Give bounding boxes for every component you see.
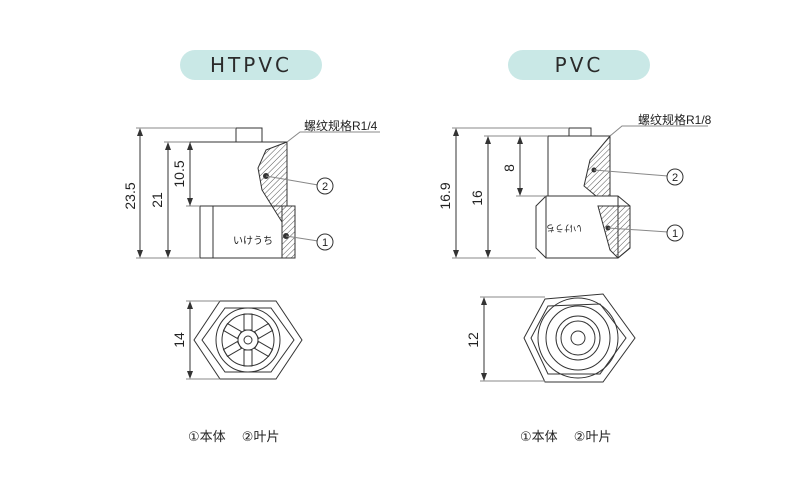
htpvc-dim-width-label: 14: [171, 332, 187, 348]
pvc-title: PVC: [508, 50, 650, 80]
htpvc-body-section: [271, 205, 296, 259]
htpvc-vanes: [222, 313, 274, 367]
htpvc-dim-body-label: 21: [149, 192, 165, 208]
htpvc-side-view: [136, 127, 380, 259]
pvc-legend: ①本体 ②叶片: [520, 426, 623, 445]
svg-text:2: 2: [672, 172, 678, 184]
htpvc-title: HTPVC: [180, 50, 322, 80]
htpvc-top-nub: [235, 127, 263, 143]
htpvc-engraving: いけうち: [233, 235, 273, 247]
svg-text:1: 1: [672, 228, 678, 240]
svg-text:1: 1: [322, 237, 328, 249]
pvc-callout-2: 2: [666, 168, 684, 186]
htpvc-hex-outline: [193, 300, 303, 380]
htpvc-thread-label: 螺纹规格R1/4: [304, 118, 378, 133]
pvc-engraving: いけうち: [546, 223, 582, 233]
htpvc-callout-2: 2: [316, 177, 334, 195]
legend-item-body: ①本体: [520, 430, 558, 445]
pvc-body-section: [597, 205, 631, 259]
pvc-thread-label: 螺纹规格R1/8: [638, 112, 712, 127]
pvc-side-view: [452, 125, 708, 259]
legend-item-vane: ②叶片: [241, 430, 280, 445]
pvc-dim-total-label: 16.9: [437, 182, 453, 209]
pvc-dim-width-label: 12: [465, 332, 481, 348]
pvc-dim-body-label: 16: [469, 190, 485, 206]
pvc-callout-1: 1: [666, 224, 684, 242]
pvc-vane-section: [583, 134, 611, 197]
htpvc-top-view: [186, 300, 303, 380]
pvc-top-view: [480, 293, 636, 383]
htpvc-callout-1: 1: [316, 233, 334, 251]
htpvc-dim-total-label: 23.5: [122, 182, 138, 209]
htpvc-legend: ①本体 ②叶片: [188, 426, 291, 445]
pvc-top-nub: [568, 127, 592, 137]
legend-item-vane: ②叶片: [573, 430, 612, 445]
pvc-hex-outline: [523, 293, 636, 383]
htpvc-dim-upper-label: 10.5: [171, 160, 187, 187]
htpvc-vane-section: [257, 141, 288, 207]
pvc-dim-upper-label: 8: [501, 164, 517, 172]
svg-text:2: 2: [322, 181, 328, 193]
legend-item-body: ①本体: [188, 430, 226, 445]
